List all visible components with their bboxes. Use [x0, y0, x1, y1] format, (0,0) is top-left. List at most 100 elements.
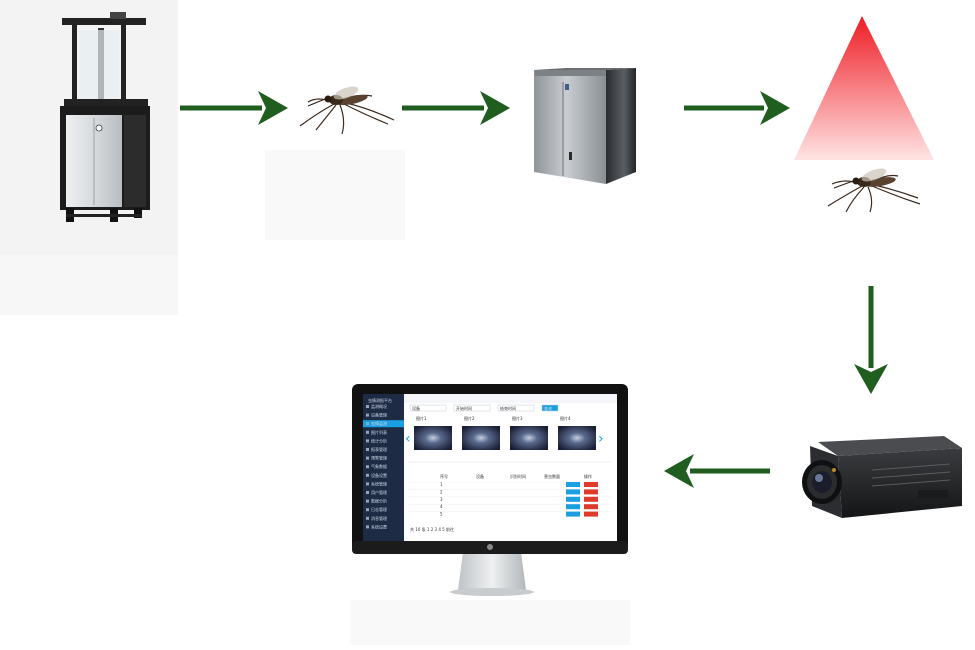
menu-icon [366, 525, 369, 529]
row-index: 4 [440, 504, 443, 509]
table-header: 操作 [584, 473, 592, 479]
thumbnail-caption: 图片2 [464, 415, 475, 421]
reflection-shadow [265, 150, 405, 240]
search-button[interactable]: 查询 [541, 404, 559, 412]
table-header: 识别时间 [510, 473, 526, 479]
sidebar-item-label: 监测概况 [371, 403, 387, 409]
sidebar-item[interactable]: 监测概况 [366, 403, 387, 409]
reflection-shadow [0, 255, 178, 315]
app-sidebar [363, 394, 404, 541]
sidebar-item[interactable]: 消息管理 [366, 515, 387, 521]
menu-icon [366, 456, 369, 460]
sidebar-item[interactable]: 统计分析 [366, 437, 387, 443]
filter-label: 查询 [544, 405, 552, 411]
industrial-camera-icon [802, 436, 962, 518]
sidebar-item-label: 虫情监测 [371, 420, 387, 426]
mosquito-icon [827, 168, 921, 213]
delete-button[interactable] [584, 496, 598, 502]
menu-icon [366, 508, 369, 512]
menu-icon [366, 499, 369, 503]
view-button[interactable] [566, 482, 580, 487]
sidebar-item-label: 设备设置 [371, 472, 387, 478]
table-row: 1 [408, 481, 612, 487]
sidebar-item-label: 报表管理 [371, 446, 387, 452]
capture-thumbnail[interactable]: 图片3 [510, 415, 548, 450]
delete-button[interactable] [584, 482, 598, 487]
filter-label: 结束时间 [500, 405, 516, 411]
thumbnail-caption: 图片1 [416, 415, 427, 421]
flow-arrow-light-beam-to-camera [854, 286, 888, 394]
sidebar-item[interactable]: 虫情监测 [363, 420, 404, 428]
table-row: 3 [408, 496, 612, 502]
sidebar-item[interactable]: 设备设置 [366, 472, 387, 478]
filter-field[interactable]: 设备 [409, 404, 447, 412]
table-row: 5 [408, 511, 612, 517]
menu-icon [366, 430, 369, 434]
desktop-monitor-icon: 虫情测报平台 监测概况设备管理虫情监测图片列表统计分析报表管理预警管理气象数据设… [352, 384, 628, 596]
delete-button[interactable] [584, 489, 598, 495]
sidebar-item-label: 图片列表 [371, 429, 387, 435]
menu-icon [366, 491, 369, 494]
sidebar-item-label: 气象数据 [371, 463, 387, 469]
sidebar-item[interactable]: 系统设置 [366, 523, 387, 529]
thumbnail-caption: 图片3 [512, 415, 523, 421]
capture-thumbnail[interactable]: 图片4 [558, 415, 596, 450]
red-triangle-icon [794, 16, 934, 160]
view-button[interactable] [566, 489, 580, 495]
table-header: 序号 [440, 473, 448, 479]
reflection-shadow [350, 600, 630, 645]
delete-button[interactable] [584, 504, 598, 510]
sidebar-item[interactable]: 用户管理 [366, 489, 387, 495]
table-header: 害虫数量 [544, 473, 560, 479]
trap-cabinet-icon [0, 0, 178, 255]
sidebar-item-label: 系统设置 [371, 523, 387, 529]
view-button[interactable] [566, 496, 580, 502]
capture-thumbnail[interactable]: 图片2 [462, 415, 500, 450]
view-button[interactable] [566, 511, 580, 517]
sidebar-item-label: 用户管理 [371, 489, 387, 495]
sidebar-item[interactable]: 数据分析 [366, 498, 387, 504]
flow-arrow-collection-box-to-light-beam [684, 91, 790, 125]
menu-icon [366, 482, 369, 486]
flow-arrow-trap-device-to-mosquito-1 [180, 91, 288, 125]
sidebar-item-label: 消息管理 [371, 515, 387, 521]
sidebar-item[interactable]: 系统管理 [366, 480, 387, 486]
menu-icon [366, 413, 369, 417]
sidebar-item[interactable]: 气象数据 [366, 463, 387, 469]
delete-button[interactable] [584, 511, 598, 517]
menu-icon [366, 439, 369, 443]
filter-field[interactable]: 开始时间 [453, 404, 491, 412]
capture-thumbnail[interactable]: 图片1 [414, 415, 452, 450]
sidebar-item-label: 系统管理 [371, 480, 387, 486]
row-index: 1 [440, 482, 443, 487]
row-index: 5 [440, 512, 443, 517]
view-button[interactable] [566, 504, 580, 510]
sidebar-item[interactable]: 图片列表 [366, 429, 387, 435]
flow-arrow-mosquito-1-to-collection-box [402, 91, 510, 125]
table-row: 2 [408, 489, 612, 495]
prev-arrow-icon[interactable]: ‹ [405, 431, 411, 447]
thumbnail-caption: 图片4 [560, 415, 571, 421]
sidebar-item[interactable]: 报表管理 [366, 446, 387, 452]
mosquito-icon [299, 86, 395, 135]
next-arrow-icon[interactable]: › [598, 431, 604, 447]
sidebar-item-label: 预警管理 [371, 455, 387, 461]
table-row: 4 [408, 503, 612, 510]
menu-icon [366, 465, 369, 469]
sidebar-item[interactable]: 设备管理 [366, 412, 387, 418]
filter-label: 设备 [412, 405, 420, 411]
menu-icon [366, 448, 369, 451]
menu-icon [366, 516, 369, 520]
menu-icon [366, 422, 369, 426]
sidebar-item-label: 数据分析 [371, 498, 387, 504]
filter-label: 开始时间 [456, 405, 472, 411]
table-header: 设备 [476, 473, 484, 479]
sidebar-item[interactable]: 预警管理 [366, 455, 387, 461]
sidebar-item[interactable]: 日志管理 [366, 506, 387, 512]
pagination[interactable]: 共 10 条 1 2 3 4 5 前往 [410, 526, 454, 532]
sidebar-item-label: 日志管理 [371, 506, 387, 512]
filter-field[interactable]: 结束时间 [497, 404, 535, 412]
row-index: 3 [440, 497, 443, 502]
